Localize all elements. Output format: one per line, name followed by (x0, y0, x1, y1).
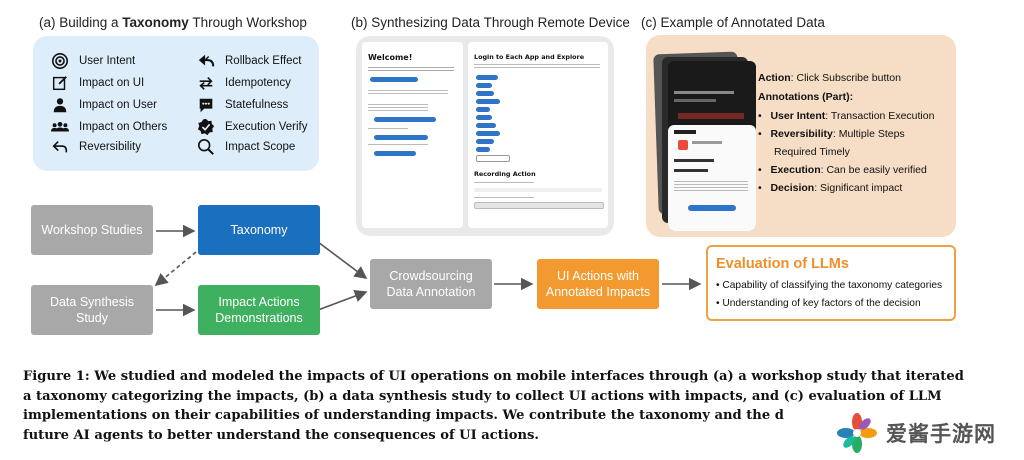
welcome-heading: Welcome! (368, 53, 413, 62)
annotation-item: • Reversibility: Multiple Steps (758, 128, 905, 140)
taxonomy-item-impact-on-user: Impact on User (51, 96, 157, 114)
pinwheel-logo-icon (837, 413, 877, 453)
taxonomy-item-user-intent: User Intent (51, 52, 135, 70)
annotations-heading: Annotations (Part): (758, 91, 854, 103)
panel-a-title-bold: Taxonomy (122, 15, 189, 30)
taxonomy-label: Idempotency (225, 77, 291, 89)
repeat-icon (199, 77, 213, 90)
annotation-item: • Execution: Can be easily verified (758, 164, 927, 176)
caption-line: future AI agents to better understand th… (23, 427, 539, 443)
workshop-studies-box: Workshop Studies (31, 205, 153, 255)
arrow-demos-to-crowd (317, 289, 368, 311)
flow-arrows (154, 224, 702, 317)
taxonomy-panel: User Intent Impact on UI Impact on User … (33, 36, 319, 171)
panel-a-title-pre: (a) Building a (39, 15, 123, 30)
site-watermark: 爱酱手游网 (830, 408, 1021, 456)
caption-line: implementations on their capabilities of… (23, 408, 784, 423)
caption-line: Figure 1: We studied and modeled the imp… (23, 369, 964, 384)
figure-caption: Figure 1: We studied and modeled the imp… (23, 367, 1013, 445)
taxonomy-label: Impact on UI (79, 77, 145, 89)
taxonomy-label: User Intent (79, 55, 136, 67)
verified-badge-icon (197, 118, 215, 136)
group-icon (51, 121, 69, 132)
taxonomy-item-execution-verify: Execution Verify (197, 118, 307, 136)
explore-heading: Login to Each App and Explore (474, 53, 585, 61)
evaluation-box: Evaluation of LLMs • Capability of class… (706, 245, 956, 321)
annotation-item-continued: Required Timely (774, 146, 850, 158)
taxonomy-item-idempotency: Idempotency (197, 74, 291, 92)
panel-b-title: (b) Synthesizing Data Through Remote Dev… (351, 15, 630, 30)
undo-arrow-icon (52, 141, 68, 153)
taxonomy-label: Impact on Others (79, 121, 168, 133)
taxonomy-label: Impact on User (79, 99, 157, 111)
double-back-arrow-icon (198, 54, 215, 67)
panel-c-title: (c) Example of Annotated Data (641, 15, 825, 30)
arrow-taxonomy-to-crowd (317, 241, 368, 279)
taxonomy-item-impact-scope: Impact Scope (197, 138, 295, 156)
explore-screen-image: Login to Each App and Explore Recording … (468, 42, 608, 228)
taxonomy-item-rollback-effect: Rollback Effect (197, 52, 302, 70)
taxonomy-label: Impact Scope (225, 141, 296, 153)
person-icon (53, 98, 67, 113)
speech-bubble-icon (199, 98, 213, 113)
taxonomy-item-impact-on-ui: Impact on UI (51, 74, 144, 92)
arrow-taxonomy-to-synthesis (154, 251, 197, 287)
taxonomy-box: Taxonomy (198, 205, 320, 255)
watermark-text: 爱酱手游网 (886, 423, 996, 446)
taxonomy-label: Rollback Effect (225, 55, 302, 67)
annotation-item: • User Intent: Transaction Execution (758, 110, 935, 122)
evaluation-title: Evaluation of LLMs (716, 256, 849, 272)
remote-device-panel: Welcome! Login to Each App and Explore R… (356, 36, 614, 236)
panel-a-title: (a) Building a Taxonomy Through Workshop (39, 15, 307, 30)
caption-line: a taxonomy categorizing the impacts, (b)… (23, 388, 942, 404)
evaluation-item: • Understanding of key factors of the de… (716, 298, 921, 309)
edit-square-icon (52, 76, 67, 91)
taxonomy-item-statefulness: Statefulness (197, 96, 288, 114)
annotated-example-panel: Action: Click Subscribe button Annotatio… (646, 35, 956, 237)
annotation-item: • Decision: Significant impact (758, 182, 903, 194)
news-app-screenshot (668, 61, 756, 231)
taxonomy-item-impact-on-others: Impact on Others (51, 118, 167, 136)
panel-a-title-post: Through Workshop (188, 15, 307, 30)
taxonomy-label: Statefulness (225, 99, 289, 111)
taxonomy-label: Reversibility (79, 141, 141, 153)
welcome-screen-image: Welcome! (362, 42, 463, 228)
taxonomy-item-reversibility: Reversibility (51, 138, 141, 156)
evaluation-item: • Capability of classifying the taxonomy… (716, 280, 943, 291)
target-icon (51, 52, 69, 70)
magnifier-icon (197, 138, 214, 155)
taxonomy-label: Execution Verify (225, 121, 308, 133)
recording-heading: Recording Action (474, 170, 536, 178)
action-line: Action: Click Subscribe button (758, 72, 901, 84)
